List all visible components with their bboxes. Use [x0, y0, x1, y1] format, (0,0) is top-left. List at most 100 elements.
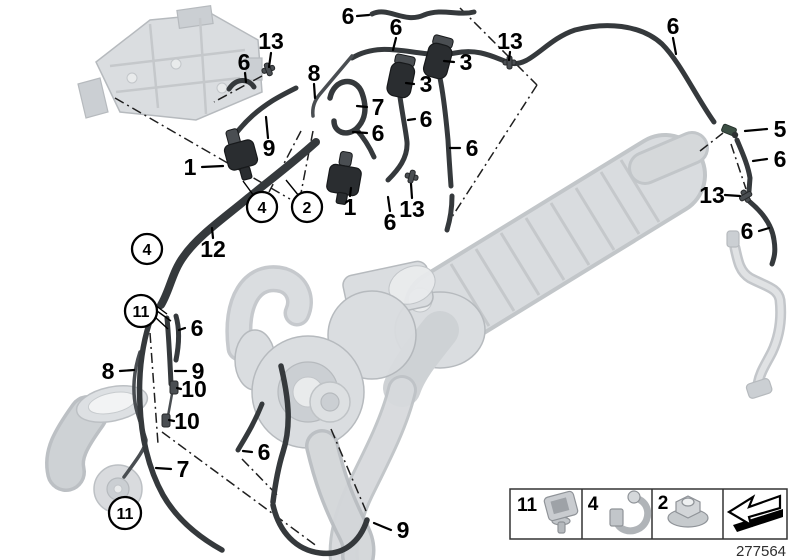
hose-6-turbo-left [235, 401, 265, 453]
leader-line [243, 71, 248, 84]
hose-clips-13 [261, 55, 753, 203]
circled-callout-ring [245, 190, 279, 224]
leader-line [391, 36, 398, 52]
valve-port [335, 191, 348, 205]
callout-6: 6 [466, 135, 479, 161]
callout-6: 6 [667, 13, 680, 39]
manifold-top-fitting-face [631, 134, 706, 182]
leader-line [406, 117, 417, 122]
circled-callout-ring [290, 190, 324, 224]
bracket-detail-lines [109, 17, 246, 115]
leader-line [175, 386, 183, 391]
leader-line [671, 36, 678, 56]
callout-12: 12 [200, 236, 226, 262]
hose-6-valve3a-down [437, 75, 454, 189]
bracket-hole [170, 58, 182, 70]
manifold-body [407, 137, 703, 348]
connector-5 [721, 123, 739, 139]
circled-callout-4: 4 [258, 200, 267, 217]
leader-line [442, 59, 456, 64]
callout-3: 3 [420, 71, 433, 97]
bracket-foot [77, 77, 109, 119]
leader-line [267, 51, 273, 69]
right-coolant-pipe-part [726, 230, 787, 399]
leader-line [312, 82, 317, 100]
hose-wastegate [270, 363, 291, 505]
callout-13: 13 [258, 28, 284, 54]
leader-line [757, 226, 771, 233]
spring-clip-icon [609, 490, 652, 535]
callout-5: 5 [774, 116, 787, 142]
leader-line [241, 449, 254, 454]
bracket-hole [126, 72, 138, 84]
intake-manifold-part [383, 131, 709, 407]
callout-10: 10 [181, 376, 207, 402]
callout-9: 9 [397, 517, 410, 543]
flange-nut-icon [667, 495, 709, 528]
circled-callout-11: 11 [133, 304, 150, 321]
leader-line [723, 193, 742, 198]
callout-7: 7 [177, 456, 190, 482]
hose-6-valve3b-down [385, 94, 410, 183]
callout-6: 6 [774, 146, 787, 172]
circled-callout-2: 2 [303, 200, 312, 217]
pipe-bottom-fitting [745, 378, 773, 399]
vacuum-hoses [122, 9, 778, 557]
leader-line [507, 50, 512, 62]
leader-line [177, 326, 187, 332]
leader-line [404, 81, 416, 86]
leader-line [154, 466, 173, 471]
callout-6: 6 [191, 315, 204, 341]
leader-line [409, 182, 414, 200]
turbo-downpipe-face [308, 432, 372, 560]
callout-6: 6 [741, 218, 754, 244]
callout-9: 9 [192, 358, 205, 384]
hose-9-upper [231, 85, 299, 139]
solenoid-valve-1b [326, 151, 362, 205]
leader-line [210, 226, 215, 240]
callout-3: 3 [460, 49, 473, 75]
mounting-bracket-part [77, 5, 263, 121]
hose-6-bundle-left [173, 313, 182, 363]
callout-13: 13 [399, 196, 425, 222]
callout-1: 1 [184, 154, 197, 180]
direction-arrow-icon [726, 494, 783, 532]
valve-connector [338, 151, 353, 167]
leader-line [264, 115, 270, 140]
valve-port [239, 166, 253, 181]
hose-9-bundle [164, 315, 174, 387]
callout-10: 10 [174, 408, 200, 434]
pipe-8-upper [311, 54, 354, 118]
callout-9: 9 [263, 135, 276, 161]
hose-7-loop [327, 78, 368, 136]
callout-6: 6 [238, 49, 251, 75]
callout-8: 8 [102, 358, 115, 384]
push-clip-icon [543, 490, 579, 534]
solenoid-valve-1a [223, 128, 259, 181]
diagram-code: 277564 [736, 543, 786, 560]
changeover-valve-3b [386, 53, 416, 99]
callout-6: 6 [384, 209, 397, 235]
hose-7-lower [136, 312, 225, 553]
leader-line [348, 186, 353, 198]
callout-8: 8 [308, 60, 321, 86]
leader-line [200, 164, 225, 169]
leader-line [372, 521, 393, 532]
hose-6-valve-short [226, 78, 257, 92]
legend-label-4: 4 [588, 494, 599, 515]
manifold-ribs [449, 159, 661, 327]
callout-1: 1 [344, 194, 357, 220]
hose-12-main [157, 138, 320, 309]
circled-callout-ring [107, 495, 143, 531]
callout-6: 6 [258, 439, 271, 465]
leader-line [118, 368, 136, 373]
legend-label-2: 2 [658, 493, 669, 514]
hose-6-right-upper [734, 137, 753, 194]
leader-line [386, 195, 392, 213]
leader-line [743, 127, 769, 133]
wastegate-actuator-center [320, 392, 340, 412]
legend-label-11: 11 [517, 495, 538, 516]
pipe-top-fitting [726, 230, 740, 248]
